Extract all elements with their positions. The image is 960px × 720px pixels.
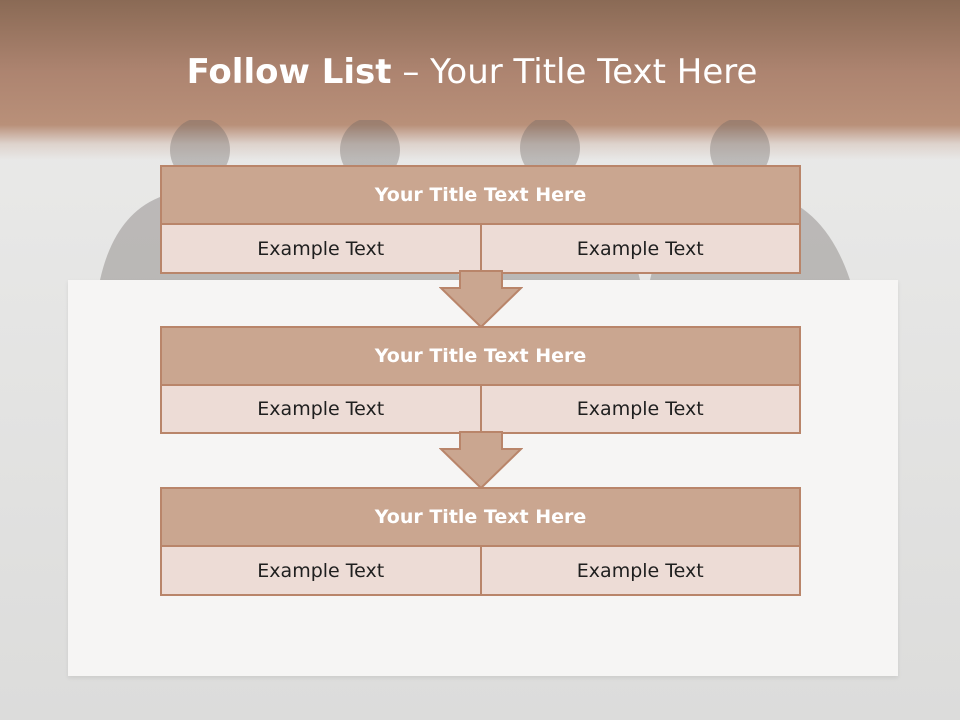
step-row-2: Example Text Example Text	[162, 386, 799, 432]
step-header-1: Your Title Text Here	[162, 167, 799, 225]
step-header-2: Your Title Text Here	[162, 328, 799, 386]
slide-title: Follow List – Your Title Text Here	[0, 52, 944, 92]
step-2-right-text: Example Text	[479, 386, 800, 432]
step-box-2: Your Title Text Here Example Text Exampl…	[160, 326, 801, 434]
step-3-left-text: Example Text	[257, 559, 385, 582]
step-box-1: Your Title Text Here Example Text Exampl…	[160, 165, 801, 274]
step-2-left-text: Example Text	[257, 398, 385, 420]
step-row-3: Example Text Example Text	[162, 547, 799, 594]
step-box-3: Your Title Text Here Example Text Exampl…	[160, 487, 801, 596]
slide-title-rest: – Your Title Text Here	[402, 52, 758, 92]
step-row-1: Example Text Example Text	[162, 225, 799, 272]
title-banner	[0, 0, 960, 160]
step-3-right-text: Example Text	[479, 547, 800, 594]
down-arrow-icon	[439, 431, 523, 489]
step-1-left-text: Example Text	[257, 237, 385, 260]
step-1-right-text: Example Text	[479, 225, 800, 272]
step-header-3: Your Title Text Here	[162, 489, 799, 547]
down-arrow-icon	[439, 270, 523, 328]
slide-title-bold: Follow List	[186, 52, 392, 92]
